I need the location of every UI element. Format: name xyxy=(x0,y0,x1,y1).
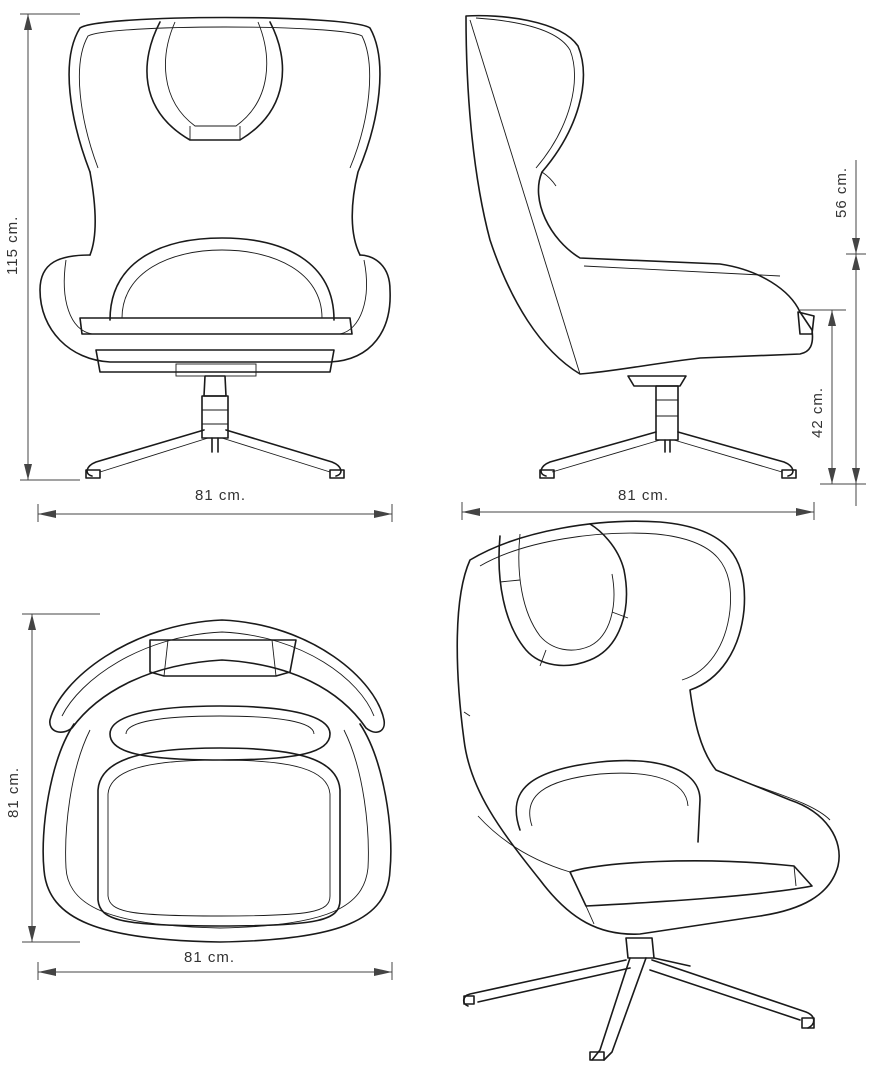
side-width-dimension: 81 cm. xyxy=(461,487,815,520)
front-height-label: 115 cm. xyxy=(4,216,21,275)
side-view xyxy=(465,14,815,479)
top-view xyxy=(42,619,392,943)
front-view xyxy=(39,16,391,479)
top-depth-label: 81 cm. xyxy=(5,767,22,818)
front-width-label: 81 cm. xyxy=(195,487,246,504)
side-back-height-label: 56 cm. xyxy=(833,167,850,218)
front-width-dimension: 81 cm. xyxy=(37,487,393,522)
side-seat-height-dimension: 42 cm. xyxy=(800,309,846,485)
perspective-view xyxy=(456,520,840,1061)
side-back-height-dimension: 56 cm. xyxy=(833,160,866,506)
top-width-dimension: 81 cm. xyxy=(37,949,393,980)
side-width-label: 81 cm. xyxy=(618,487,669,504)
top-depth-dimension: 81 cm. xyxy=(5,613,100,943)
top-width-label: 81 cm. xyxy=(184,949,235,966)
side-seat-height-label: 42 cm. xyxy=(809,387,826,438)
front-height-dimension: 115 cm. xyxy=(4,13,80,481)
